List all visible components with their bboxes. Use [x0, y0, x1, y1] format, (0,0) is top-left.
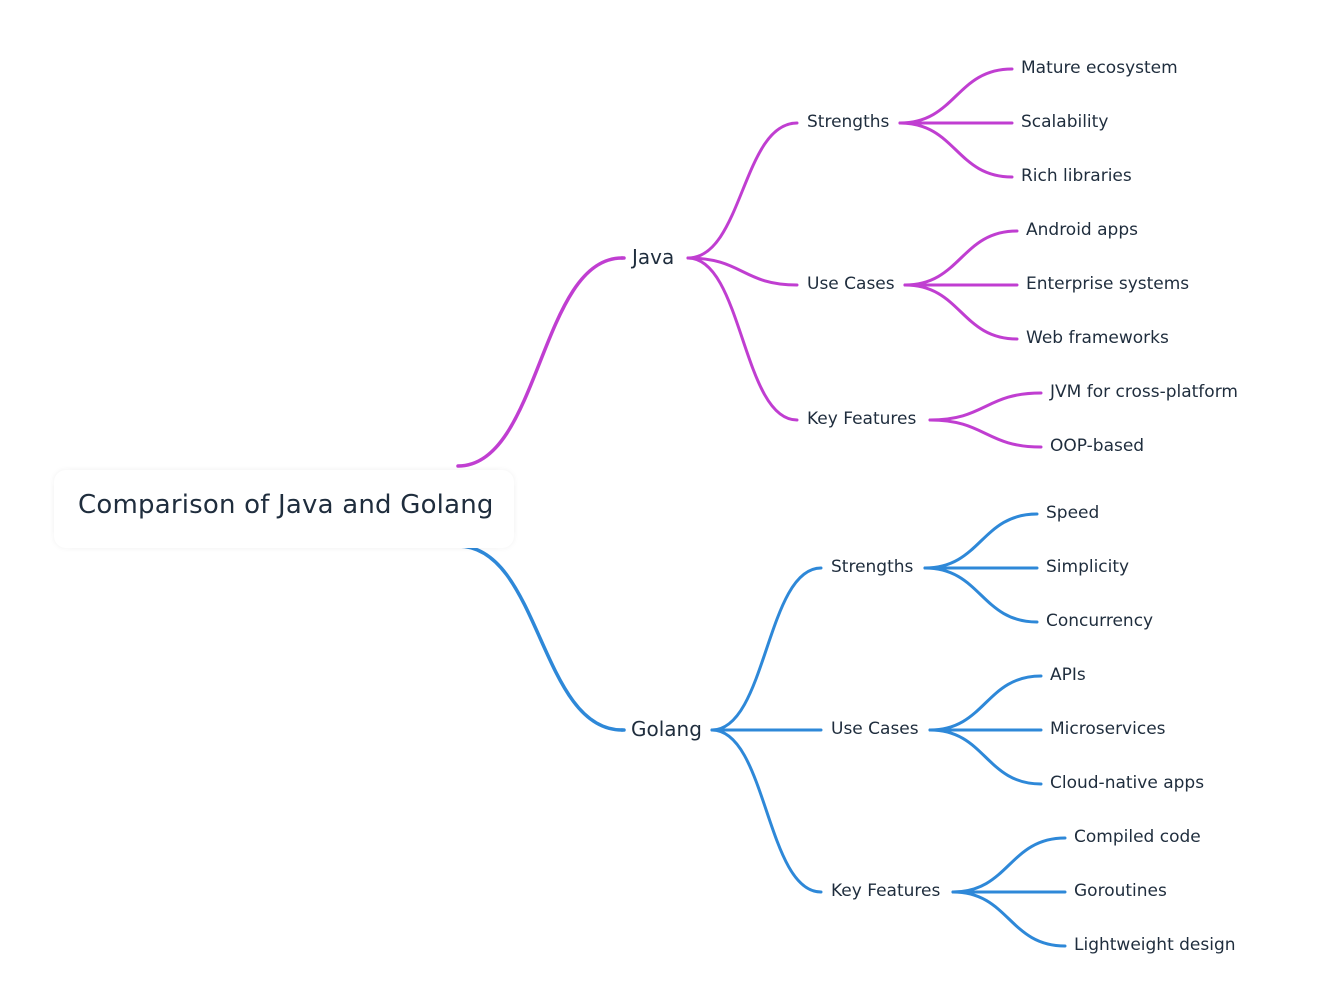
connector-java-key-features-item-0	[928, 391, 1043, 422]
golang-strengths-leaf[interactable]: Speed	[1046, 503, 1100, 523]
golang-key-features-leaf[interactable]: Goroutines	[1074, 881, 1167, 901]
golang-use-cases-leaf[interactable]: Microservices	[1050, 719, 1166, 739]
connector-java-key-features-item-1	[928, 418, 1043, 449]
java-use-cases-leaf[interactable]: Android apps	[1026, 220, 1138, 240]
connector-java-strengths-item-2	[898, 121, 1014, 179]
connector-golang-key-features	[710, 728, 823, 894]
java-key-features-leaf[interactable]: JVM for cross-platform	[1050, 382, 1238, 402]
golang-use-cases-leaf[interactable]: APIs	[1050, 665, 1086, 685]
connector-golang-key-features-item-0	[951, 836, 1067, 894]
java-use-cases-leaf[interactable]: Web frameworks	[1026, 328, 1169, 348]
connector-java-use-cases-item-2	[903, 283, 1019, 341]
connector-root-java	[456, 256, 624, 468]
connector-golang-strengths-item-0	[923, 512, 1039, 570]
connector-golang-use-cases-item-2	[928, 728, 1043, 786]
java-use-cases-leaf[interactable]: Enterprise systems	[1026, 274, 1190, 294]
golang-strengths-node[interactable]: Strengths	[831, 557, 914, 577]
connector-golang-strengths-item-2	[923, 566, 1039, 624]
connector-java-use-cases-item-0	[903, 229, 1019, 287]
java-strengths-leaf[interactable]: Scalability	[1021, 112, 1109, 132]
connector-java-key-features	[686, 256, 799, 422]
java-key-features-node[interactable]: Key Features	[807, 409, 917, 429]
connector-golang-strengths	[710, 566, 823, 732]
branch-java[interactable]: Java	[632, 245, 675, 269]
connector-golang-use-cases-item-0	[928, 674, 1043, 732]
java-strengths-leaf[interactable]: Mature ecosystem	[1021, 58, 1178, 78]
java-use-cases-node[interactable]: Use Cases	[807, 274, 895, 294]
connector-root-golang	[456, 544, 624, 732]
golang-use-cases-leaf[interactable]: Cloud-native apps	[1050, 773, 1205, 793]
golang-strengths-leaf[interactable]: Simplicity	[1046, 557, 1130, 577]
golang-key-features-leaf[interactable]: Lightweight design	[1074, 935, 1236, 955]
connector-java-strengths	[686, 121, 799, 260]
connector-java-use-cases	[686, 256, 799, 287]
connector-java-strengths-item-0	[898, 67, 1014, 125]
java-key-features-leaf[interactable]: OOP-based	[1050, 436, 1145, 456]
golang-key-features-node[interactable]: Key Features	[831, 881, 941, 901]
golang-use-cases-node[interactable]: Use Cases	[831, 719, 919, 739]
golang-key-features-leaf[interactable]: Compiled code	[1074, 827, 1201, 847]
java-strengths-node[interactable]: Strengths	[807, 112, 890, 132]
branch-golang[interactable]: Golang	[631, 717, 702, 741]
root-node[interactable]	[54, 470, 514, 548]
golang-strengths-leaf[interactable]: Concurrency	[1046, 611, 1154, 631]
connector-golang-key-features-item-2	[951, 890, 1067, 948]
java-strengths-leaf[interactable]: Rich libraries	[1021, 166, 1132, 186]
root-node-label: Comparison of Java and Golang	[78, 490, 494, 520]
